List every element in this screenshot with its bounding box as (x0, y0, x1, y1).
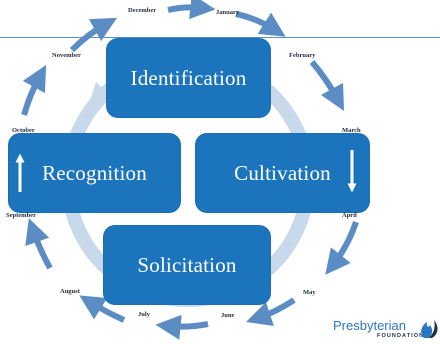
header-rule (0, 37, 440, 38)
recognition-label: Recognition (42, 160, 147, 185)
flame-icon (421, 320, 438, 338)
cultivation-box: Cultivation (196, 134, 369, 212)
month-may: May (303, 289, 316, 296)
arrow-may-jun (246, 297, 296, 326)
cultivation-label: Cultivation (234, 160, 331, 185)
month-march: March (342, 127, 361, 134)
inner-cycle-arrowhead (90, 82, 110, 100)
recognition-box: Recognition (9, 134, 180, 212)
month-november: November (52, 52, 81, 59)
month-april: April (342, 212, 357, 219)
month-august: August (60, 288, 80, 295)
month-october: October (12, 127, 35, 134)
logo-sub: FOUNDATION (377, 333, 425, 339)
identification-label: Identification (130, 65, 247, 90)
arrow-jun-jul (155, 314, 209, 340)
month-june: June (221, 312, 235, 319)
arrow-jan-feb (235, 11, 286, 37)
identification-box: Identification (107, 39, 270, 117)
arrow-aug-sep (25, 218, 53, 270)
month-december: December (128, 7, 157, 14)
arrow-jul-aug (79, 295, 126, 323)
arrow-dec-jan (167, 0, 216, 20)
solicitation-label: Solicitation (137, 252, 237, 277)
arrow-feb-mar (309, 60, 345, 112)
solicitation-box: Solicitation (104, 226, 270, 304)
logo-name: Presbyterian (333, 318, 406, 333)
arrow-nov-dec (69, 17, 118, 53)
arrow-oct-nov (21, 64, 47, 116)
month-january: January (216, 9, 240, 16)
month-july: July (138, 311, 150, 318)
arrow-apr-may (325, 221, 359, 275)
month-february: February (289, 52, 316, 59)
month-september: September (6, 212, 36, 219)
